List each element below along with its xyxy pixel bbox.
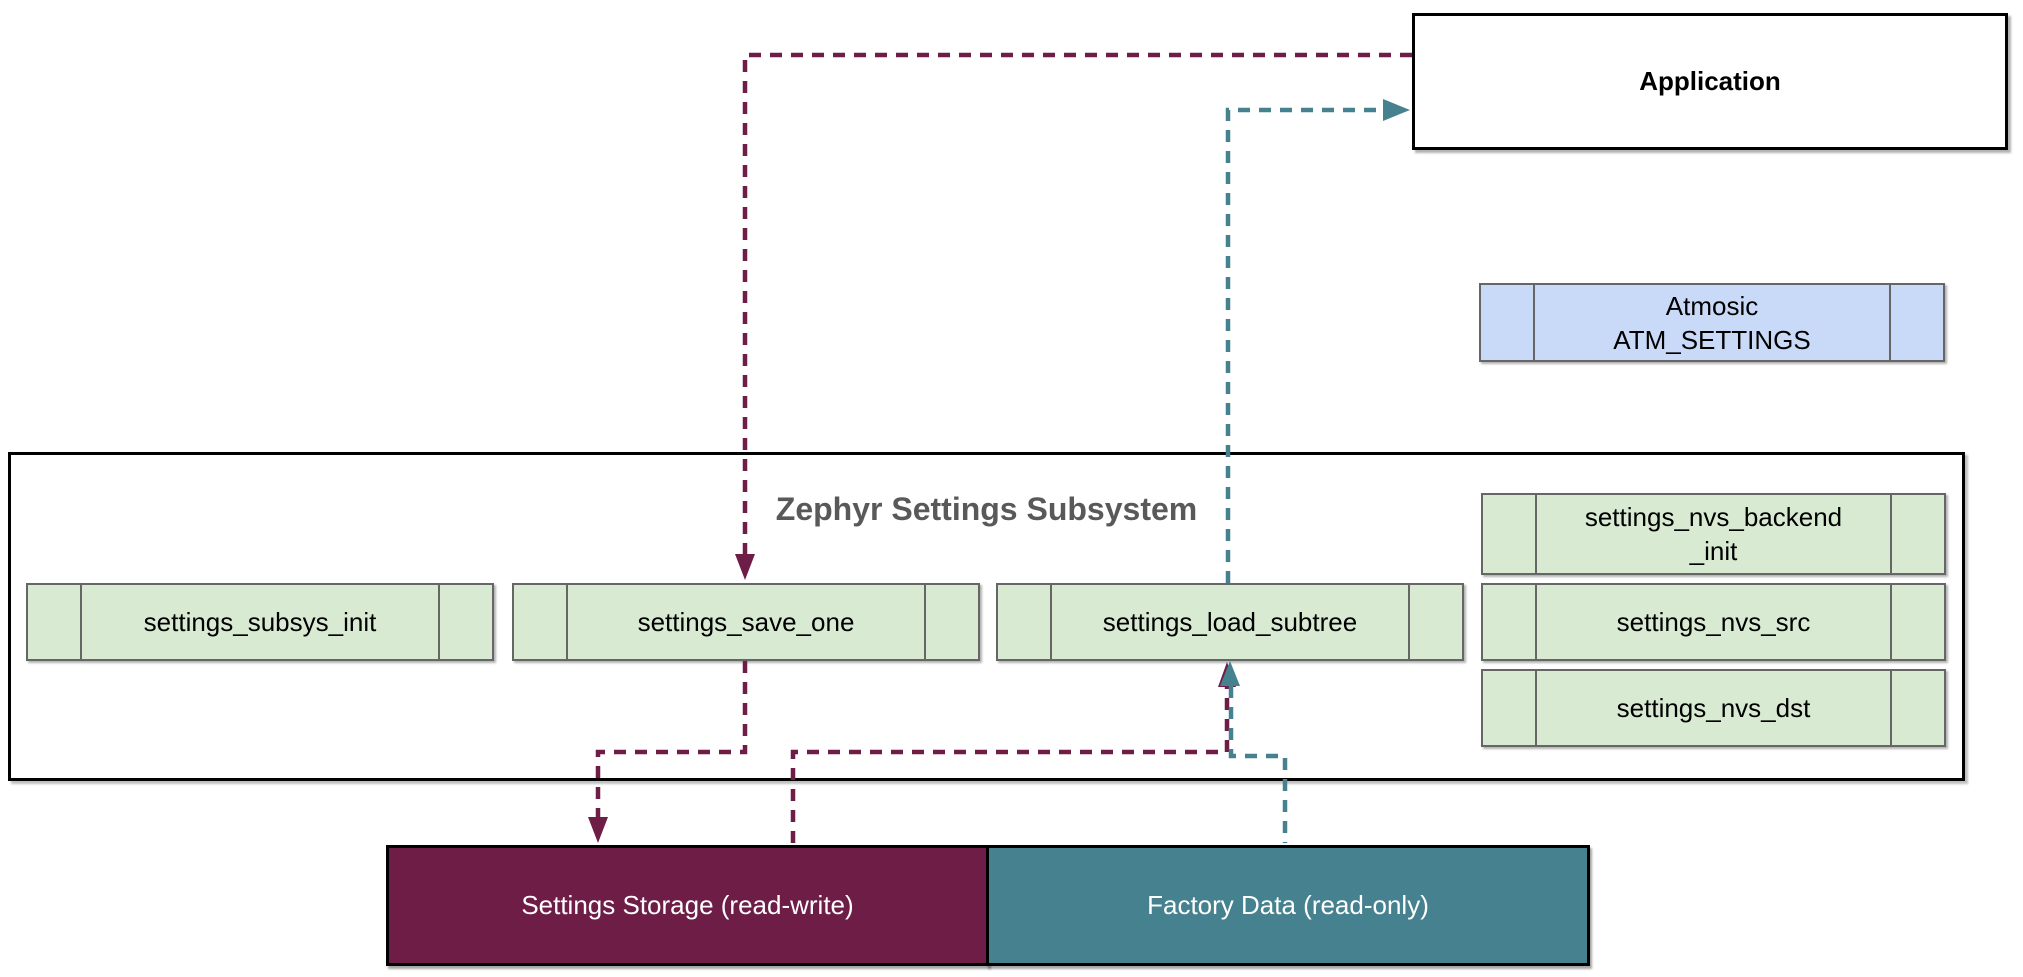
atmosic-atm-settings-box: Atmosic ATM_SETTINGS	[1479, 283, 1945, 362]
component-right-cell	[924, 585, 978, 659]
atmosic-label-line1: Atmosic	[1665, 290, 1759, 321]
settings-save-one-label: settings_save_one	[637, 607, 855, 637]
factory-data-label: Factory Data (read-only)	[1147, 890, 1429, 920]
settings-nvs-backend-init-box: settings_nvs_backend _init	[1481, 493, 1946, 575]
application-label: Application	[1639, 66, 1781, 96]
component-right-cell	[1890, 671, 1944, 745]
component-right-cell	[1890, 495, 1944, 573]
atmosic-label: Atmosic ATM_SETTINGS	[1535, 285, 1889, 360]
settings-subsys-init-label: settings_subsys_init	[143, 607, 377, 637]
arrowhead-down-settings-storage	[588, 817, 608, 843]
component-left-cell	[28, 585, 82, 659]
settings-nvs-backend-init-label: settings_nvs_backend _init	[1537, 495, 1890, 573]
component-left-cell	[1483, 671, 1537, 745]
component-left-cell	[1481, 285, 1535, 360]
settings-nvs-backend-init-line1: settings_nvs_backend	[1584, 502, 1843, 532]
settings-nvs-dst-label: settings_nvs_dst	[1616, 693, 1811, 723]
component-right-cell	[438, 585, 492, 659]
atmosic-label-line2: ATM_SETTINGS	[1613, 324, 1811, 355]
component-right-cell	[1890, 585, 1944, 659]
settings-load-subtree-box: settings_load_subtree	[996, 583, 1464, 661]
component-left-cell	[514, 585, 568, 659]
application-box: Application	[1412, 13, 2008, 150]
component-left-cell	[998, 585, 1052, 659]
component-right-cell	[1889, 285, 1943, 360]
settings-load-subtree-label: settings_load_subtree	[1102, 607, 1358, 637]
component-left-cell	[1483, 495, 1537, 573]
settings-storage-label: Settings Storage (read-write)	[521, 890, 854, 920]
settings-storage-box: Settings Storage (read-write)	[386, 845, 989, 966]
settings-nvs-backend-init-line2: _init	[1689, 536, 1738, 566]
settings-nvs-dst-box: settings_nvs_dst	[1481, 669, 1946, 747]
component-left-cell	[1483, 585, 1537, 659]
component-right-cell	[1408, 585, 1462, 659]
factory-data-box: Factory Data (read-only)	[986, 845, 1590, 966]
settings-save-one-box: settings_save_one	[512, 583, 980, 661]
arrowhead-right-application	[1383, 99, 1410, 121]
settings-nvs-src-label: settings_nvs_src	[1616, 607, 1811, 637]
settings-subsys-init-box: settings_subsys_init	[26, 583, 494, 661]
settings-nvs-src-box: settings_nvs_src	[1481, 583, 1946, 661]
